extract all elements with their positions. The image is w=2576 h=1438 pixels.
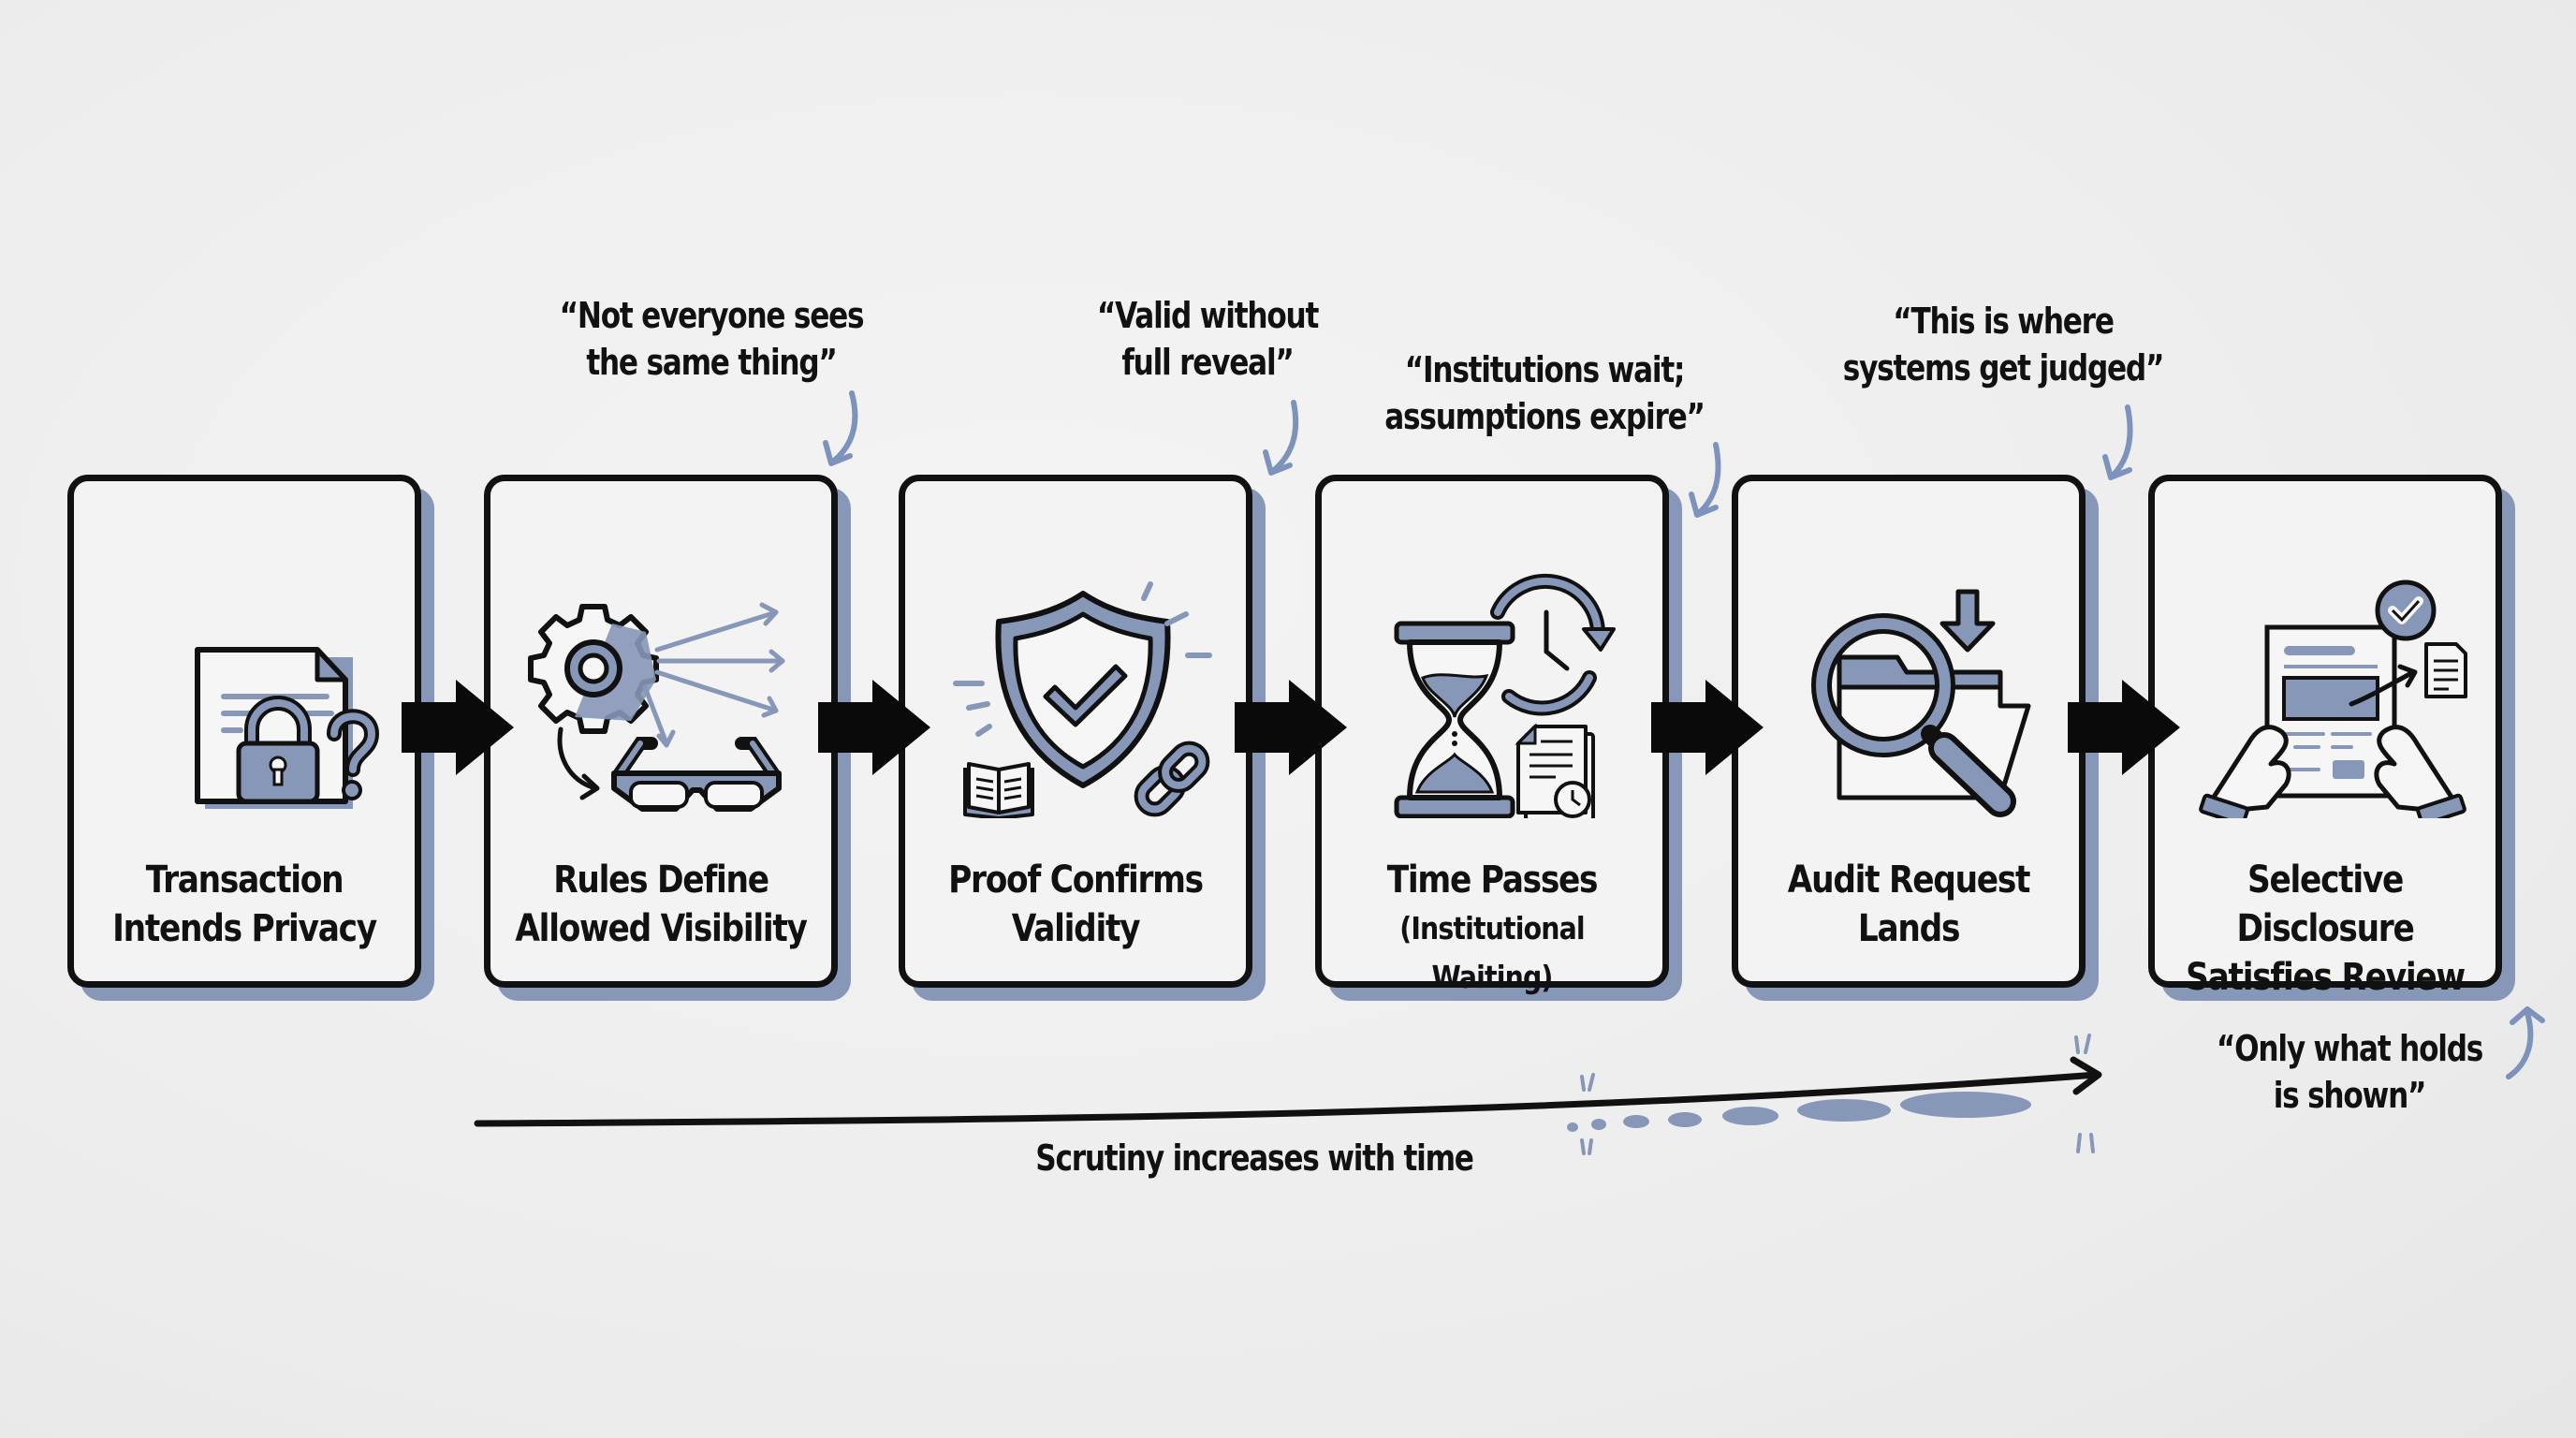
quote-step-2: “Not everyone sees the same thing” bbox=[558, 292, 865, 386]
callout-arrow-icon bbox=[2102, 404, 2133, 480]
flow-arrow-icon bbox=[818, 680, 930, 775]
step-title-line: Rules Define bbox=[553, 858, 769, 902]
callout-arrow-icon bbox=[1689, 442, 1721, 518]
callout-arrow-icon bbox=[1263, 400, 1299, 476]
quote-step-4: “Institutions wait; assumptions expire” bbox=[1368, 346, 1720, 440]
step-6-title: Selective Disclosure Satisfies Review bbox=[2178, 856, 2471, 1002]
flow-arrow-icon bbox=[402, 680, 514, 775]
step-title-line: Selective Disclosure bbox=[2236, 858, 2414, 950]
quote-line: the same thing” bbox=[586, 342, 838, 383]
quote-line: is shown” bbox=[2273, 1075, 2427, 1116]
shield-check-icon bbox=[953, 581, 1212, 818]
emphasis-marks bbox=[1580, 1034, 2095, 1155]
quote-step-5: “This is where systems get judged” bbox=[1826, 298, 2179, 391]
step-1-panel: Transaction Intends Privacy bbox=[67, 475, 421, 988]
timeline-label: Scrutiny increases with time bbox=[1035, 1137, 1474, 1179]
scrutiny-timeline-arrow bbox=[474, 1034, 2102, 1155]
quote-line: “Only what holds bbox=[2216, 1028, 2483, 1069]
step-title-line: Validity bbox=[1011, 907, 1141, 950]
quote-line: “Institutions wait; bbox=[1404, 349, 1686, 390]
quote-step-6: “Only what holds is shown” bbox=[2203, 1025, 2496, 1119]
flow-arrow-icon bbox=[1651, 680, 1764, 775]
step-title-line: (Institutional Waiting) bbox=[1399, 910, 1585, 995]
step-3-title: Proof Confirms Validity bbox=[929, 856, 1222, 953]
step-title-line: Time Passes bbox=[1386, 858, 1599, 902]
magnifier-folder-icon bbox=[1811, 589, 2031, 817]
step-title-line: Lands bbox=[1857, 907, 1961, 950]
quote-line: “Valid without bbox=[1096, 295, 1319, 336]
step-5-panel: Audit Request Lands bbox=[1732, 475, 2086, 988]
quote-line: assumptions expire” bbox=[1384, 396, 1705, 437]
callout-arrow-icon bbox=[2506, 1006, 2545, 1079]
quote-line: “This is where bbox=[1893, 301, 2115, 342]
step-1-title: Transaction Intends Privacy bbox=[97, 856, 390, 953]
locked-document-question-icon bbox=[195, 647, 380, 809]
gear-glasses-icon bbox=[528, 602, 785, 812]
hands-document-check-icon bbox=[2199, 580, 2467, 818]
callout-arrow-icon bbox=[823, 390, 858, 466]
step-6-panel: Selective Disclosure Satisfies Review bbox=[2148, 475, 2502, 999]
step-title-line: Satisfies Review bbox=[2186, 956, 2466, 999]
step-2-panel: Rules Define Allowed Visibility bbox=[484, 475, 838, 988]
flow-arrow-icon bbox=[2068, 680, 2180, 775]
step-5-title: Audit Request Lands bbox=[1762, 856, 2055, 953]
step-4-title: Time Passes (Institutional Waiting) bbox=[1345, 856, 1638, 1002]
quote-step-3: “Valid without full reveal” bbox=[1069, 292, 1345, 386]
quote-line: systems get judged” bbox=[1842, 347, 2165, 389]
step-title-line: Intends Privacy bbox=[112, 907, 377, 950]
step-title-line: Allowed Visibility bbox=[515, 907, 808, 950]
step-title-line: Proof Confirms bbox=[948, 858, 1204, 902]
step-title-line: Audit Request bbox=[1787, 858, 2031, 902]
step-4-panel: Time Passes (Institutional Waiting) bbox=[1315, 475, 1669, 995]
step-title-line: Transaction bbox=[145, 858, 344, 902]
flow-arrow-icon bbox=[1235, 680, 1347, 775]
step-2-title: Rules Define Allowed Visibility bbox=[514, 856, 808, 953]
quote-line: full reveal” bbox=[1121, 342, 1295, 383]
intensity-dashes bbox=[1567, 1092, 2031, 1132]
step-3-panel: Proof Confirms Validity bbox=[899, 475, 1252, 988]
hourglass-clock-icon bbox=[1394, 573, 1616, 818]
quote-line: “Not everyone sees bbox=[559, 295, 865, 336]
